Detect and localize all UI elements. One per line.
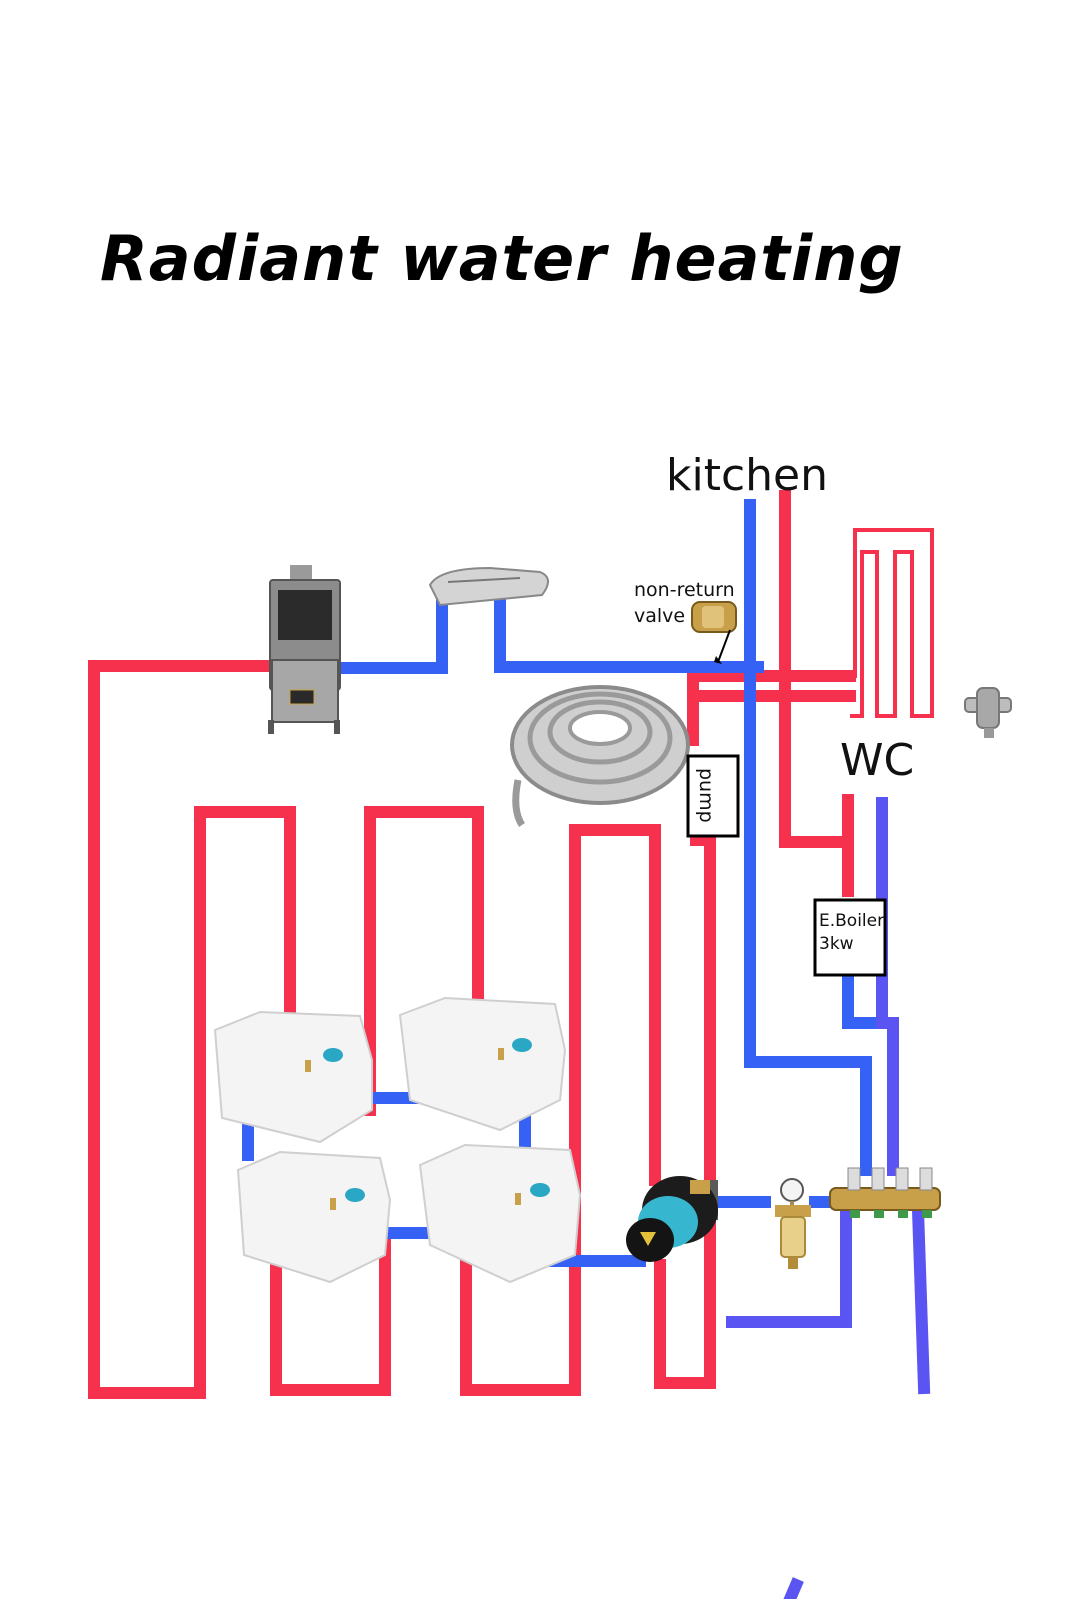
manifold bbox=[829, 1167, 941, 1218]
water-tank-4 bbox=[418, 1143, 582, 1284]
return-pipe-stub bbox=[783, 1577, 804, 1599]
hot-pipe-pump-riser bbox=[687, 690, 856, 746]
diagram-title: Radiant water heating bbox=[100, 222, 904, 295]
hot-pipe-outer-loop bbox=[88, 660, 296, 1399]
pump-box: pump bbox=[686, 754, 740, 838]
pump-label: pump bbox=[695, 768, 717, 823]
water-tank-3 bbox=[236, 1150, 392, 1284]
heat-exchanger bbox=[428, 566, 549, 607]
hot-pipe-loop-2 bbox=[270, 1234, 391, 1396]
return-pipe-lower bbox=[726, 1204, 852, 1328]
flexible-hose-coil bbox=[510, 685, 690, 827]
kitchen-label: kitchen bbox=[666, 450, 828, 501]
hot-pipe-valve-branch bbox=[687, 670, 856, 702]
cold-pipe-kitchen bbox=[744, 499, 872, 1176]
cold-pipe-stove bbox=[332, 599, 448, 674]
cold-pipe-exchanger bbox=[494, 599, 764, 673]
cold-pipe-boiler-out bbox=[842, 956, 890, 1029]
boiler-label-1: E.Boiler bbox=[819, 911, 884, 931]
water-tanks bbox=[213, 996, 582, 1284]
hot-pipe-loop-3 bbox=[364, 806, 484, 1116]
circulation-pump bbox=[626, 1176, 718, 1262]
non-return-label-1: non-return bbox=[634, 579, 735, 601]
wood-stove bbox=[268, 565, 341, 734]
non-return-valve bbox=[691, 601, 737, 664]
water-tank-2 bbox=[398, 996, 567, 1132]
hot-pipe-loop-4 bbox=[460, 824, 661, 1396]
return-pipe-right bbox=[911, 1203, 931, 1395]
hot-pipe-loop-5 bbox=[654, 834, 716, 1389]
hot-pipes bbox=[88, 490, 856, 1399]
non-return-label-2: valve bbox=[634, 605, 685, 627]
electric-boiler: E.Boiler 3kw bbox=[813, 898, 887, 977]
water-filter bbox=[775, 1178, 811, 1269]
return-pipe-wc bbox=[876, 797, 899, 1176]
wc-heating-coil bbox=[850, 528, 934, 718]
air-vent bbox=[964, 687, 1012, 738]
water-tank-1 bbox=[213, 1010, 373, 1144]
wc-label: WC bbox=[840, 735, 914, 786]
boiler-label-2: 3kw bbox=[819, 934, 854, 954]
